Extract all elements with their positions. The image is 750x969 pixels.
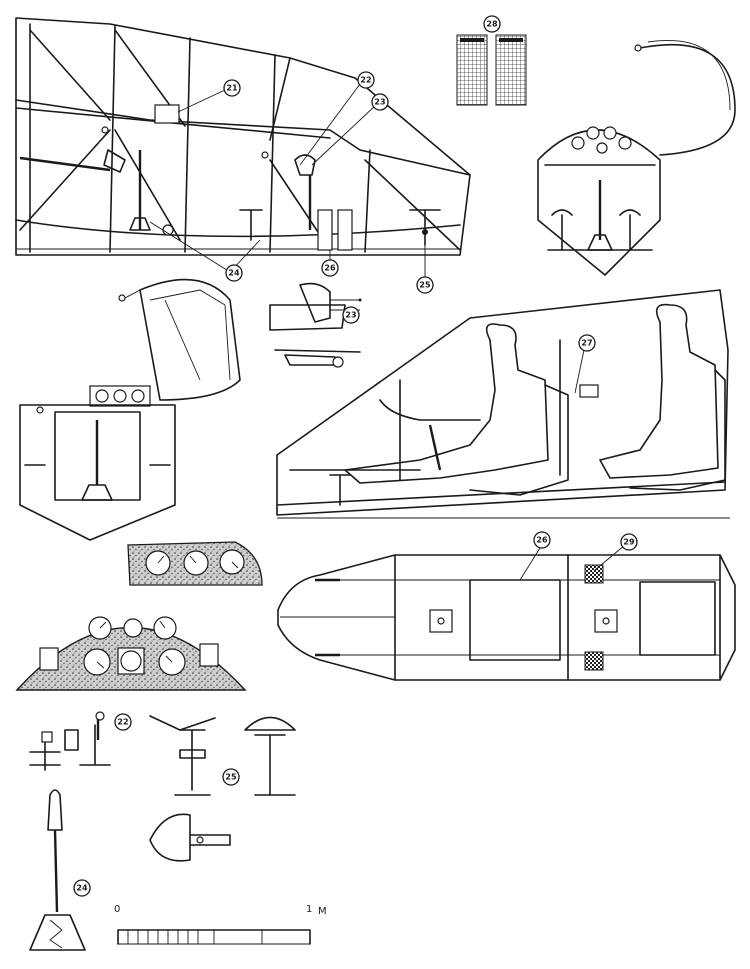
small-instrument-panel <box>127 541 263 586</box>
callout-27: 27 <box>578 334 596 352</box>
callout-21: 21 <box>223 79 241 97</box>
front-view-canopy-open <box>537 40 736 276</box>
svg-text:26: 26 <box>536 536 548 545</box>
svg-text:22: 22 <box>360 76 371 85</box>
callout-25-detail: 25 <box>222 768 240 786</box>
callout-22-detail: 22 <box>114 713 132 731</box>
fuselage-top-view <box>277 544 736 681</box>
scale-bar: 0 1 M <box>114 904 327 945</box>
callout-23-top: 23 <box>371 93 389 111</box>
callout-26-plan: 26 <box>533 531 551 549</box>
scale-bar-end-label: 1 <box>306 904 312 915</box>
svg-text:25: 25 <box>419 281 431 290</box>
svg-text:29: 29 <box>623 538 635 547</box>
callout-26-top: 26 <box>321 259 339 277</box>
callout-24-top: 24 <box>225 264 243 282</box>
callout-22-top: 22 <box>357 71 375 89</box>
detail-25-pedals <box>149 715 296 862</box>
callout-25-top: 25 <box>416 276 434 294</box>
svg-text:28: 28 <box>486 20 498 29</box>
svg-text:23: 23 <box>374 98 385 107</box>
detail-24-control-stick <box>29 789 86 951</box>
scale-bar-start-label: 0 <box>114 904 120 915</box>
instrument-placards <box>456 34 527 106</box>
side-cutaway-with-pilots <box>276 289 730 519</box>
callout-24-detail: 24 <box>73 879 91 897</box>
svg-text:27: 27 <box>581 339 592 348</box>
main-instrument-panel <box>15 616 247 691</box>
detail-23-lever <box>269 282 362 368</box>
svg-text:24: 24 <box>76 884 88 893</box>
svg-text:25: 25 <box>225 773 237 782</box>
scale-bar-unit: M <box>318 906 327 917</box>
detail-22-throttle-parts <box>29 711 111 771</box>
callout-28: 28 <box>483 15 501 33</box>
svg-text:23: 23 <box>345 311 356 320</box>
callout-23-detail: 23 <box>342 306 360 324</box>
svg-text:22: 22 <box>117 718 128 727</box>
svg-text:21: 21 <box>226 84 238 93</box>
rear-view-canopy-open <box>19 278 241 541</box>
fuselage-side-view <box>15 17 471 282</box>
svg-text:26: 26 <box>324 264 336 273</box>
svg-text:24: 24 <box>228 269 240 278</box>
callout-29: 29 <box>620 533 638 551</box>
